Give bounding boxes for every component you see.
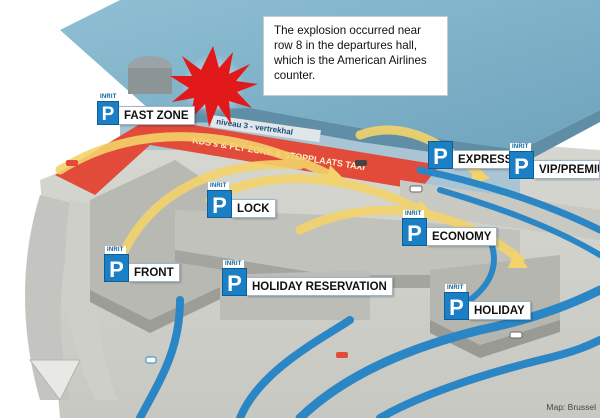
economy-label: ECONOMY — [427, 227, 498, 246]
parking-fast-zone: INRIT P FAST ZONE — [97, 93, 195, 125]
parking-p-icon: INRIT P — [222, 260, 247, 296]
parking-p-icon: INRIT P — [509, 143, 534, 179]
holiday-reservation-label: HOLIDAY RESERVATION — [247, 277, 393, 296]
tower-body — [128, 68, 172, 94]
parking-economy: INRIT P ECONOMY — [402, 210, 498, 246]
exit-arrow-left — [29, 359, 81, 401]
parking-p-icon: INRIT P — [207, 182, 232, 218]
parking-lock: INRIT P LOCK — [207, 182, 276, 218]
parking-p-icon: P — [428, 141, 453, 169]
parking-p-icon: INRIT P — [444, 284, 469, 320]
explosion-starburst-icon — [170, 46, 258, 127]
parking-holiday: INRIT P HOLIDAY — [444, 284, 531, 320]
parking-holiday-reservation: INRIT P HOLIDAY RESERVATION — [222, 260, 393, 296]
fast-zone-label: FAST ZONE — [119, 106, 195, 125]
vip-label: VIP/PREMIU — [534, 160, 600, 179]
explosion-callout: The explosion occurred near row 8 in the… — [263, 16, 448, 96]
cars — [66, 160, 523, 364]
parking-vip: INRIT P VIP/PREMIU — [509, 143, 600, 179]
holiday-label: HOLIDAY — [469, 301, 531, 320]
map-credit: Map: Brussel — [546, 402, 596, 412]
parking-express: P EXPRESS — [428, 141, 519, 169]
hall-sign-band — [210, 114, 321, 143]
front-label: FRONT — [129, 263, 180, 282]
lock-label: LOCK — [232, 199, 276, 218]
parking-p-icon: INRIT P — [104, 246, 129, 282]
parking-p-icon: INRIT P — [402, 210, 427, 246]
blue-roads — [136, 166, 600, 418]
callout-text: The explosion occurred near row 8 in the… — [274, 24, 427, 82]
parking-front: INRIT P FRONT — [104, 246, 180, 282]
parking-p-icon: INRIT P — [97, 93, 119, 125]
